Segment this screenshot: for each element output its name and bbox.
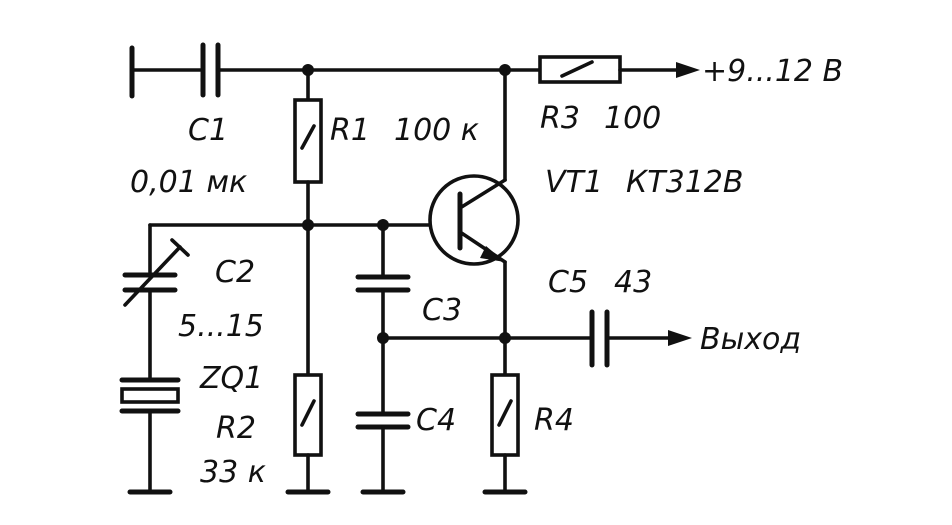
vt1-transistor (428, 174, 520, 266)
c1-value: 0,01 мк (130, 165, 247, 200)
c5-label: C5 (548, 265, 588, 300)
vt1-type: КТ312В (626, 165, 743, 200)
r1-value: 100 к (394, 113, 479, 148)
c2-trimmer-capacitor (122, 238, 190, 307)
r2-label: R2 (216, 411, 256, 446)
output-arrow (605, 330, 692, 346)
r4-resistor (490, 373, 520, 457)
vt1-label: VT1 (545, 165, 603, 200)
r4-label: R4 (534, 403, 574, 438)
r3-value: 100 (604, 101, 661, 136)
r3-label: R3 (540, 101, 580, 136)
c5-value: 43 (614, 265, 652, 300)
zq1-label: ZQ1 (199, 361, 263, 396)
c1-capacitor (129, 42, 221, 99)
supply-arrow (618, 62, 700, 78)
r2-value: 33 к (200, 455, 266, 490)
r1-label: R1 (330, 113, 370, 148)
r3-resistor (538, 55, 622, 84)
c4-label: C4 (416, 403, 456, 438)
r1-resistor (293, 98, 323, 184)
c3-capacitor (355, 274, 411, 293)
output-label: Выход (700, 322, 801, 357)
c2-label: C2 (215, 255, 255, 290)
c1-label: C1 (188, 113, 228, 148)
r2-resistor (293, 373, 323, 457)
c4-capacitor (355, 411, 411, 430)
c5-capacitor (589, 309, 610, 368)
c2-value: 5...15 (178, 309, 264, 344)
supply-label: +9...12 В (702, 54, 843, 89)
c3-label: C3 (422, 293, 462, 328)
zq1-crystal (119, 377, 181, 414)
